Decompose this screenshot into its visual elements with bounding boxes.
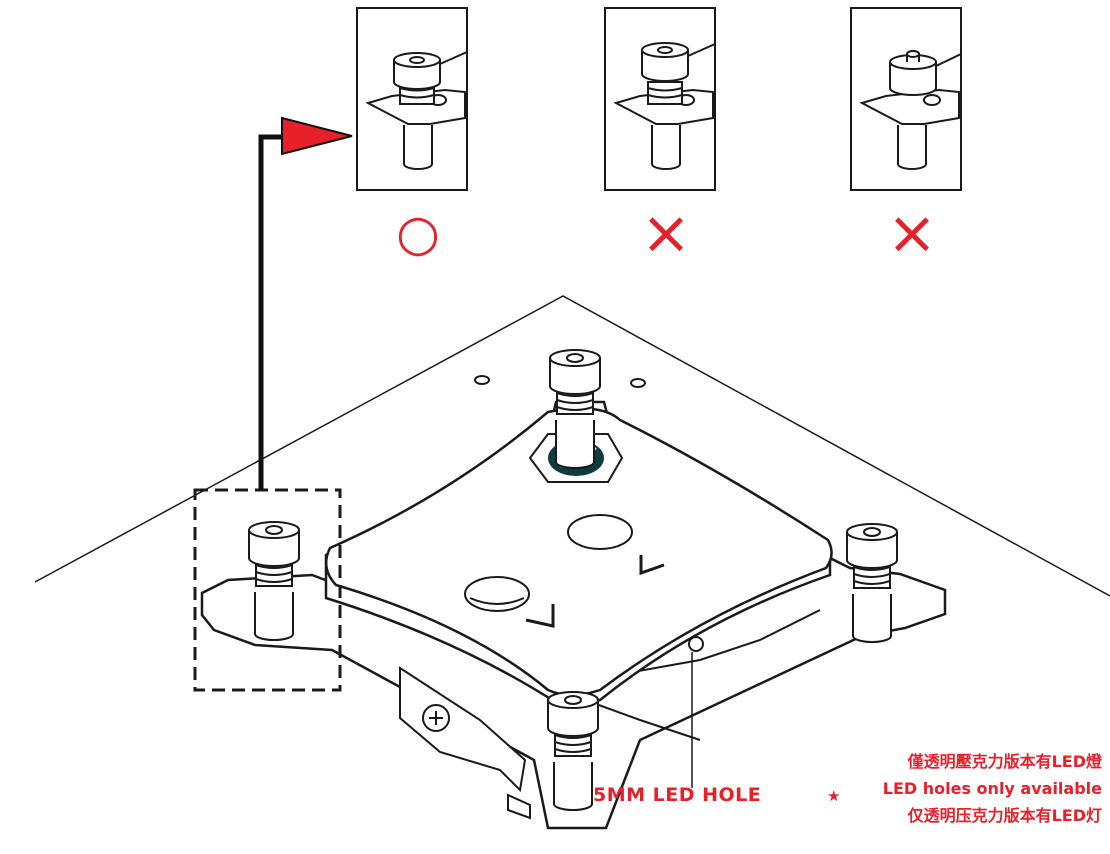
board-hole: [630, 378, 646, 388]
under-frame: [584, 699, 701, 741]
port-top: [567, 514, 633, 550]
inset-correct: [356, 7, 468, 191]
screw-left: [248, 521, 300, 641]
motherboard-outline: [34, 295, 1110, 597]
block-top: [324, 407, 833, 697]
pump-screw-cross: [429, 711, 443, 725]
screw-right: [846, 523, 898, 643]
star-icon: ★: [827, 787, 841, 805]
screw-top: [549, 349, 601, 469]
l-mark: [525, 604, 555, 628]
correct-mark: ○: [396, 204, 440, 262]
inset-wrong-2: [850, 7, 962, 191]
led-note: 僅透明壓克力版本有LED燈 LED holes only available 仅…: [883, 752, 1102, 833]
wrong-mark-1: ×: [641, 198, 691, 268]
note-traditional: 僅透明壓克力版本有LED燈: [907, 752, 1102, 771]
screw-bottom: [547, 691, 599, 811]
inset-wrong-1: [604, 7, 716, 191]
l-mark: [639, 555, 665, 576]
port-bottom-inner: [469, 597, 525, 605]
port-bottom: [463, 576, 531, 612]
wrong-mark-2: ×: [887, 198, 937, 268]
note-simplified: 仅透明压克力版本有LED灯: [907, 806, 1102, 825]
fitting: [507, 793, 531, 820]
pointer-line: [258, 134, 284, 490]
highlight-box: [193, 488, 342, 692]
note-english: LED holes only available: [882, 779, 1102, 798]
led-hole: [688, 636, 704, 652]
pump-body: [399, 666, 527, 793]
board-hole: [474, 375, 490, 385]
led-hole-label: 5MM LED HOLE: [593, 784, 762, 806]
red-arrow-icon: [281, 116, 353, 156]
